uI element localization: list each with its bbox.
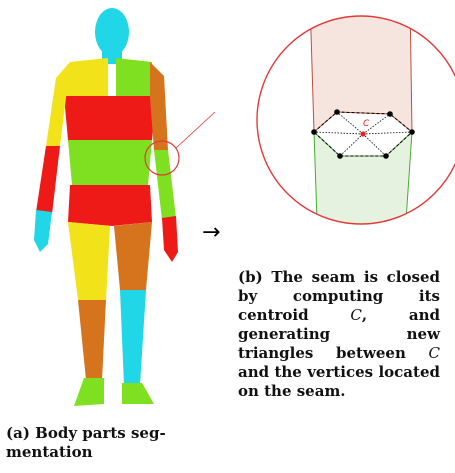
caption-b: (b) The seam is closed by computing its … [238, 268, 440, 401]
caption-a-label: (a) [6, 424, 30, 442]
centroid-point [360, 131, 365, 136]
left-hand [34, 210, 52, 252]
body-segmentation-figure [0, 0, 215, 420]
left-shin [78, 300, 106, 380]
head-segment [95, 8, 129, 56]
arrow-icon: → [202, 222, 220, 244]
caption-a: (a) Body parts seg-mentation [6, 424, 206, 462]
right-upper-arm [150, 62, 168, 150]
caption-a-text: Body parts seg-mentation [6, 424, 166, 461]
right-shin [120, 290, 146, 385]
right-foot [122, 383, 154, 404]
upper-mesh-patch [310, 0, 412, 132]
right-forearm [154, 150, 176, 220]
zoom-connector-line [176, 112, 215, 148]
lower-mesh-patch [314, 132, 412, 250]
right-thigh [114, 222, 152, 290]
right-hand [162, 216, 178, 262]
caption-b-part-3: and the vertices located on the seam. [238, 363, 440, 400]
chest-band [64, 96, 156, 140]
hip-band [68, 185, 152, 226]
seam-closing-figure: C [252, 0, 455, 250]
caption-b-symbol-c-1: C [350, 306, 361, 324]
belly-band [68, 140, 152, 185]
left-foot [74, 378, 104, 406]
caption-b-label: (b) [238, 268, 263, 286]
left-forearm [36, 146, 60, 214]
left-thigh [68, 222, 110, 300]
right-shoulder-segment [116, 58, 152, 98]
caption-b-symbol-c-2: C [429, 344, 440, 362]
centroid-label: C [363, 119, 370, 129]
